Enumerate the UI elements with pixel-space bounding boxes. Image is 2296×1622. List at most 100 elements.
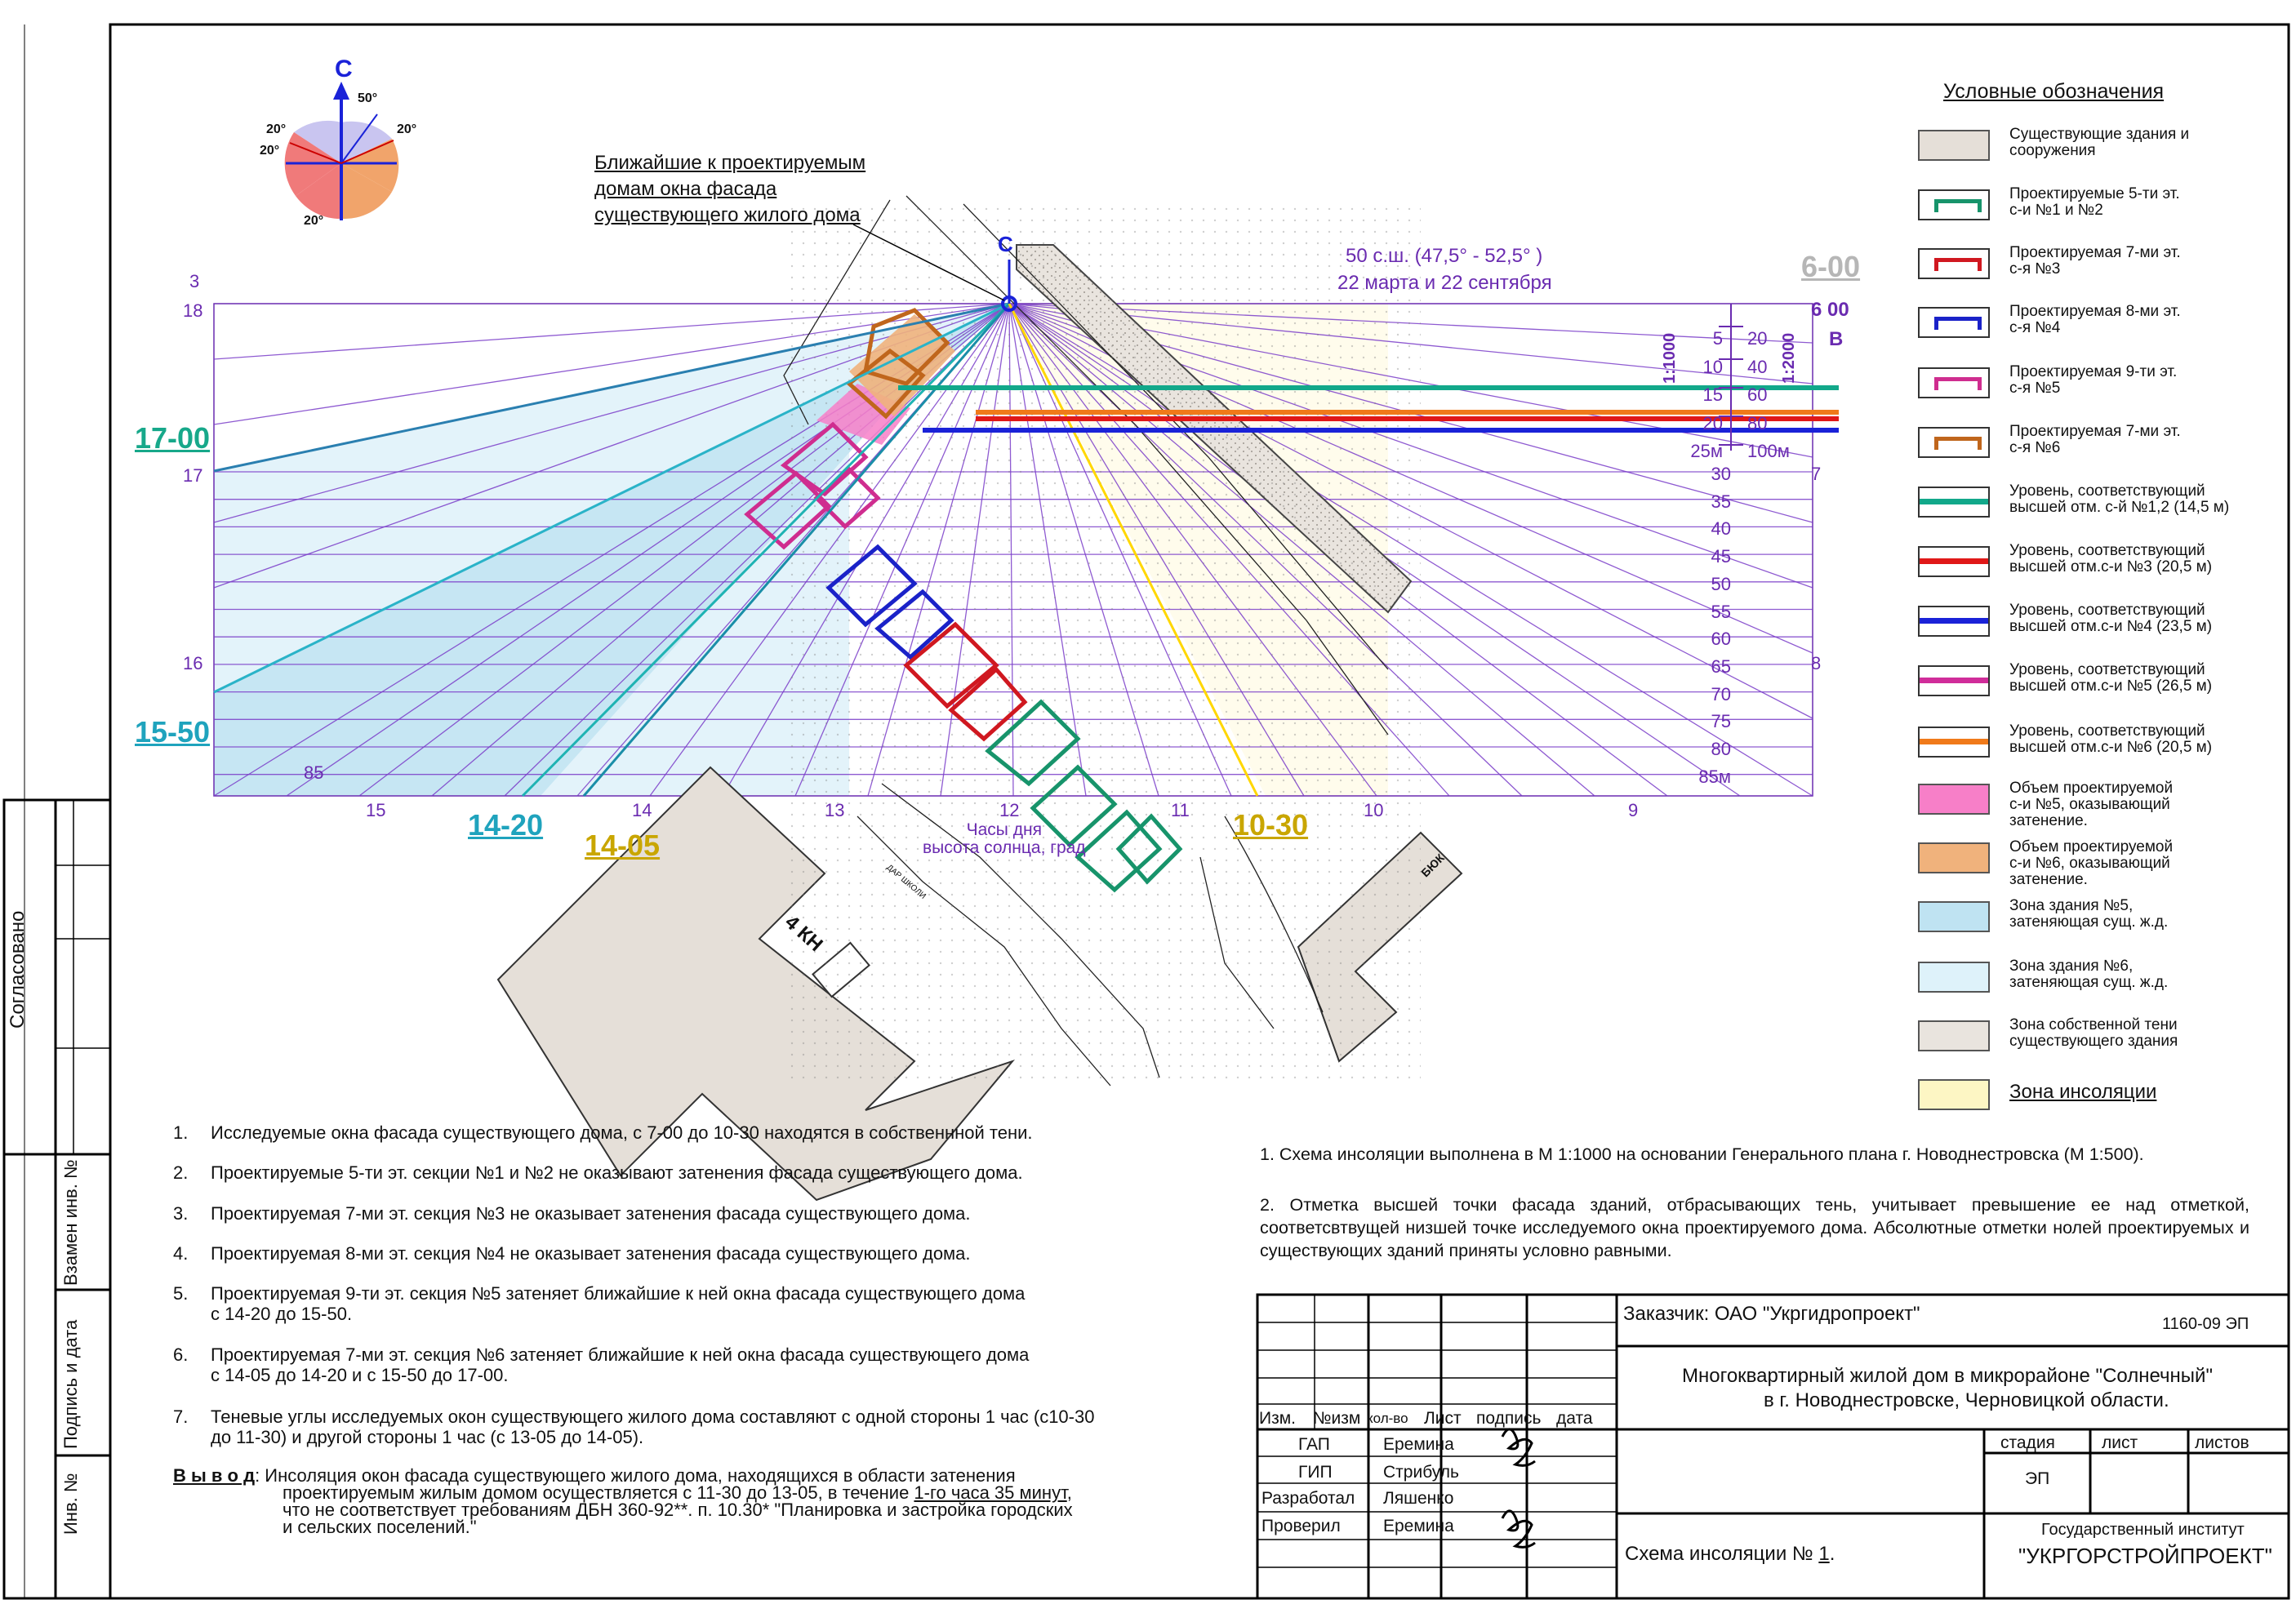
stage-header: стадия: [2000, 1433, 2055, 1452]
legend-text: Объем проектируемой с-и №5, оказывающий …: [2009, 780, 2174, 829]
hour-number: 10: [1364, 800, 1384, 820]
note-text: Проектируемая 7-ми эт. секция №6 затеняе…: [211, 1344, 1030, 1385]
legend-line-mark: [1920, 558, 1988, 564]
legend-swatch: [1918, 546, 1990, 577]
scale-value: 25м: [1690, 441, 1723, 461]
conclusion-label: В ы в о д: [173, 1465, 256, 1486]
legend-text: Зона инсоляции: [2009, 1081, 2157, 1103]
note-text: Проектируемая 7-ми эт. секция №3 не оказ…: [211, 1203, 971, 1224]
legend-outline-mark: [1934, 437, 1982, 450]
height-value: 85м: [1698, 766, 1731, 787]
header-podpis: подпись: [1476, 1409, 1542, 1428]
note-text: Проектируемая 9-ти эт. секция №5 затеняе…: [211, 1283, 1026, 1324]
name-developer: Ляшенко: [1383, 1489, 1454, 1508]
legend-item: Уровень, соответствующий высшей отм.с-и …: [1918, 602, 2253, 643]
compass-rose: [284, 82, 399, 220]
legend-swatch: [1918, 189, 1990, 220]
legend-text: Проектируемая 9-ти эт. с-я №5: [2009, 363, 2178, 397]
stage-value: ЭП: [2025, 1469, 2050, 1488]
legend-item: Проектируемые 5-ти эт. с-и №1 и №2: [1918, 186, 2253, 227]
note-text: Теневые углы исследуемых окон существующ…: [211, 1406, 1095, 1447]
compass-angle-label: 20°: [260, 144, 280, 158]
compass-north-label: С: [335, 56, 353, 82]
legend-text: Проектируемые 5-ти эт. с-и №1 и №2: [2009, 185, 2180, 219]
time-label-1030: 10-30: [1233, 808, 1309, 842]
signature-1: [1501, 1428, 1536, 1467]
sheets-header: листов: [2195, 1433, 2249, 1452]
legend-swatch: [1918, 248, 1990, 279]
legend-line-mark: [1920, 739, 1988, 744]
legend-swatch: [1918, 1079, 1990, 1110]
height-value: 50: [1711, 573, 1731, 594]
org-line-2: "УКРГОРСТРОЙПРОЕКТ": [2018, 1544, 2272, 1568]
note-text: Проектируемые 5-ти эт. секции №1 и №2 не…: [211, 1162, 1023, 1183]
height-value: 75: [1711, 711, 1731, 732]
conclusion-line: и сельских поселений.": [283, 1517, 477, 1537]
clock-label: Часы дня высота солнца, град: [923, 820, 1086, 857]
sheet-number: 1: [1818, 1543, 1830, 1565]
section-6-outline: [846, 308, 950, 420]
hour-number: 16: [183, 653, 203, 673]
section-6-volume: [849, 314, 955, 416]
legend-item: Уровень, соответствующий высшей отм. с-й…: [1918, 483, 2253, 524]
legend-item: Зона инсоляции: [1918, 1076, 2253, 1117]
legend-item: Проектируемая 7-ми эт. с-я №6: [1918, 424, 2253, 464]
hour-number: 18: [183, 300, 203, 321]
hour-number: 7: [1811, 464, 1822, 484]
sheet-title-text: Схема инсоляции №: [1625, 1543, 1819, 1565]
project-title-1: Многоквартирный жилой дом в микрорайоне …: [1682, 1365, 2213, 1387]
hour-number: 17: [183, 465, 203, 486]
hour-number: 13: [825, 800, 845, 820]
latitude-line-1: 50 с.ш. (47,5° - 52,5° ): [1346, 245, 1543, 267]
legend-text: Зона здания №5, затеняющая сущ. ж.д.: [2009, 897, 2169, 931]
section-3-outline: [903, 621, 1028, 742]
role-gip: ГИП: [1298, 1463, 1333, 1482]
legend-title: Условные обозначения: [1943, 80, 2165, 103]
sheet-title: Схема инсоляции № 1.: [1625, 1544, 1835, 1564]
height-value: 70: [1711, 683, 1731, 704]
legend-text: Уровень, соответствующий высшей отм.с-и …: [2009, 602, 2213, 635]
level-lines: [898, 385, 1839, 433]
side-inv: Инв. №: [60, 1473, 81, 1535]
legend-item: Уровень, соответствующий высшей отм.с-и …: [1918, 723, 2253, 764]
legend-swatch: [1918, 606, 1990, 637]
conclusion-text: : Инсоляция окон фасада существующего жи…: [255, 1465, 1016, 1486]
legend-swatch: [1918, 727, 1990, 758]
legend-line-mark: [1920, 499, 1988, 504]
legend-text: Проектируемая 8-ми эт. с-я №4: [2009, 303, 2181, 336]
side-vzamen: Взамен инв. №: [60, 1159, 81, 1286]
legend-item: Уровень, соответствующий высшей отм.с-и …: [1918, 662, 2253, 703]
hour-number: 15: [366, 800, 386, 820]
compass-angle-label: 50°: [358, 91, 378, 105]
scale-value: 80: [1747, 412, 1768, 433]
hour-number: 8: [1811, 653, 1822, 673]
right-note-1: 1. Схема инсоляции выполнена в М 1:1000 …: [1260, 1144, 2144, 1164]
height-value: 45: [1711, 546, 1731, 567]
legend-outline-mark: [1934, 377, 1982, 390]
sheet-title-text: .: [1829, 1543, 1835, 1565]
height-scale: 30 35 40 45 50 55 60 65 70 75 80 85м: [1692, 460, 1731, 790]
conclusion-line: В ы в о д: Инсоляция окон фасада существ…: [173, 1465, 1073, 1486]
header-nizm: №изм: [1313, 1409, 1361, 1428]
note-number: 2.: [173, 1162, 189, 1183]
hour-number: 12: [999, 800, 1020, 820]
role-checker: Проверил: [1261, 1517, 1341, 1535]
conclusion-line: что не соответствует требованиям ДБН 360…: [283, 1500, 1073, 1520]
scale-value: 10: [1702, 356, 1723, 377]
scale-value: 40: [1747, 356, 1768, 377]
project-title-2: в г. Новоднестровске, Черновицкой област…: [1764, 1389, 2169, 1411]
legend-item: Уровень, соответствующий высшей отм.с-и …: [1918, 543, 2253, 584]
height-value: 40: [1711, 518, 1731, 540]
legend-swatch: [1918, 901, 1990, 932]
scale-value: 15: [1702, 384, 1723, 405]
header-list: Лист: [1424, 1409, 1462, 1428]
hour-number: 85: [304, 762, 324, 783]
legend-swatch: [1918, 307, 1990, 338]
right-note-2: 2. Отметка высшей точки фасада зданий, о…: [1260, 1195, 2249, 1260]
legend-outline-mark: [1934, 199, 1982, 212]
legend-text: Зона собственной тени существующего здан…: [2009, 1016, 2178, 1050]
legend-item: Проектируемая 9-ти эт. с-я №5: [1918, 364, 2253, 405]
legend-swatch: [1918, 427, 1990, 458]
time-label-600: 6-00: [1801, 250, 1861, 283]
legend-text: Проектируемая 7-ми эт. с-я №6: [2009, 423, 2181, 456]
